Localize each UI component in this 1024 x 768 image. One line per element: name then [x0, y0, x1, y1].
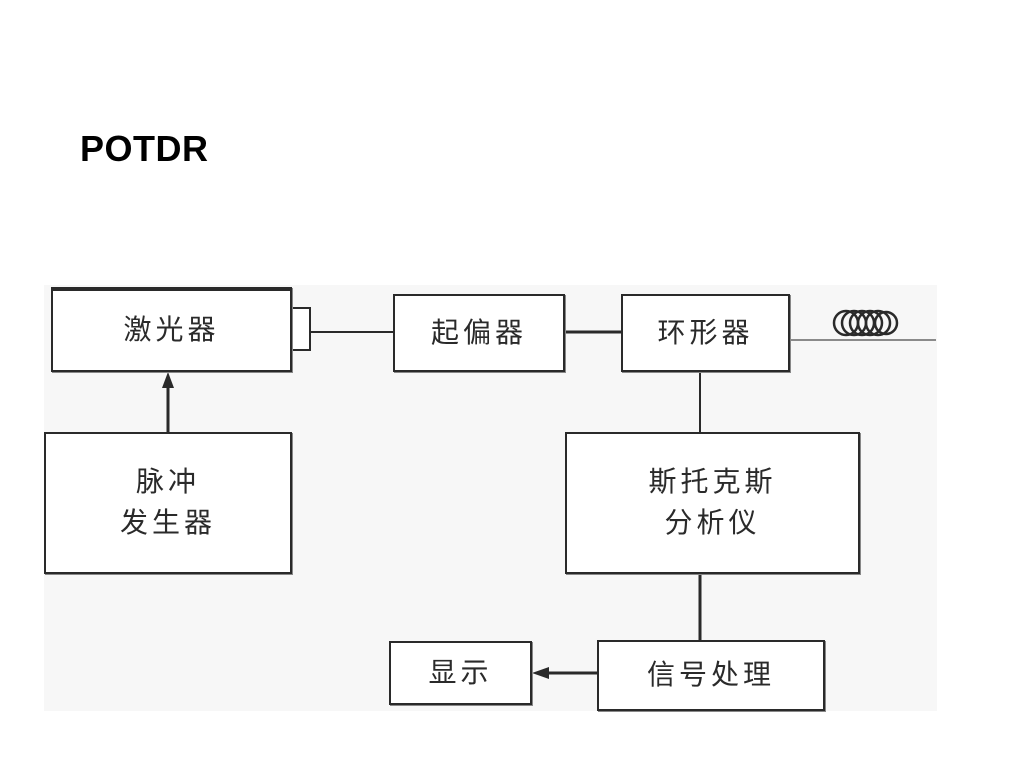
pulse-generator-block: 脉冲 发生器	[44, 432, 292, 574]
laser-label: 激光器	[123, 313, 220, 347]
display-block: 显示	[389, 641, 532, 705]
pulse-generator-label-line1: 脉冲	[135, 465, 200, 499]
polarizer-block: 起偏器	[393, 294, 565, 372]
display-label: 显示	[428, 655, 493, 689]
arrowhead-to-laser	[162, 372, 174, 388]
circulator-label: 环形器	[657, 315, 754, 349]
laser-block: 激光器	[51, 287, 292, 372]
stokes-analyzer-label-line1: 斯托克斯	[648, 465, 777, 499]
polarizer-label: 起偏器	[430, 315, 527, 349]
laser-output-port	[290, 307, 311, 351]
signal-processing-label: 信号处理	[646, 658, 775, 692]
fiber-coil-icon	[832, 309, 899, 337]
arrowhead-to-display	[532, 667, 549, 679]
page-title: POTDR	[80, 128, 209, 169]
pulse-generator-label-line2: 发生器	[119, 506, 216, 539]
circulator-block: 环形器	[621, 294, 790, 372]
signal-processing-block: 信号处理	[597, 640, 825, 711]
stokes-analyzer-block: 斯托克斯 分析仪	[565, 432, 860, 574]
stokes-analyzer-label-line2: 分析仪	[664, 506, 761, 539]
